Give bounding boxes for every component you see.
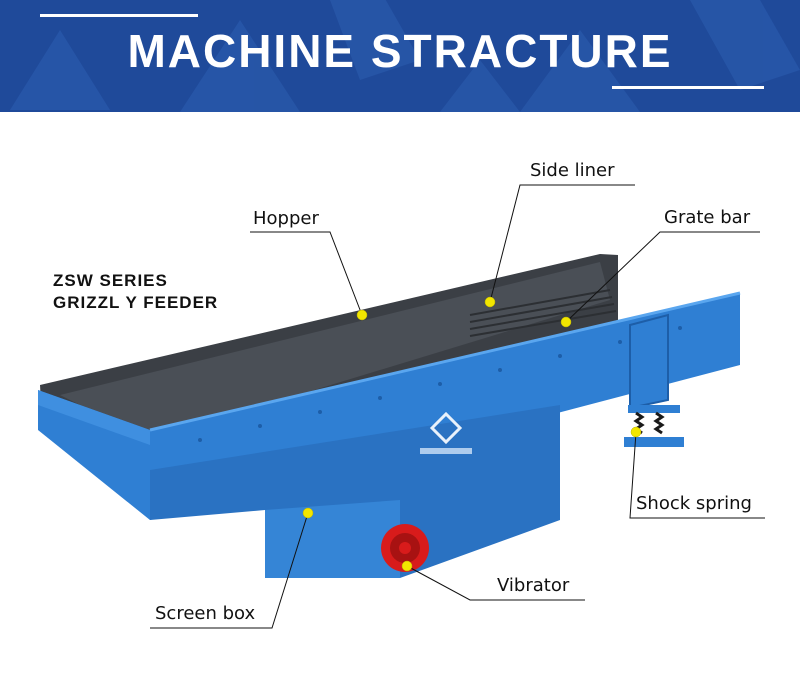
hopper-floor xyxy=(60,262,610,440)
brand-logo-icon xyxy=(420,411,472,454)
page-title: MACHINE STRACTURE xyxy=(127,25,673,77)
shock-spring-assembly xyxy=(624,405,684,447)
bolt-row xyxy=(198,326,682,442)
product-line-2: GRIZZL Y FEEDER xyxy=(53,293,219,312)
label-vibrator: Vibrator xyxy=(497,575,570,596)
vibrator-unit xyxy=(381,524,429,572)
feeder-diagram xyxy=(38,184,765,629)
banner-line-bottom xyxy=(612,86,764,89)
product-name: ZSW SERIES GRIZZL Y FEEDER xyxy=(53,270,218,314)
banner-pattern xyxy=(10,0,800,112)
label-screen-box: Screen box xyxy=(155,603,256,624)
label-shock-spring: Shock spring xyxy=(636,493,752,514)
header-banner: MACHINE STRACTURE xyxy=(0,0,800,112)
banner-line-top xyxy=(40,14,198,17)
leader-lines xyxy=(150,184,765,629)
product-line-1: ZSW SERIES xyxy=(53,271,168,290)
label-grate-bar: Grate bar xyxy=(664,207,751,228)
label-side-liner: Side liner xyxy=(530,160,615,181)
label-hopper: Hopper xyxy=(253,208,319,229)
marker-dots xyxy=(302,296,642,572)
support-bracket xyxy=(629,313,669,410)
